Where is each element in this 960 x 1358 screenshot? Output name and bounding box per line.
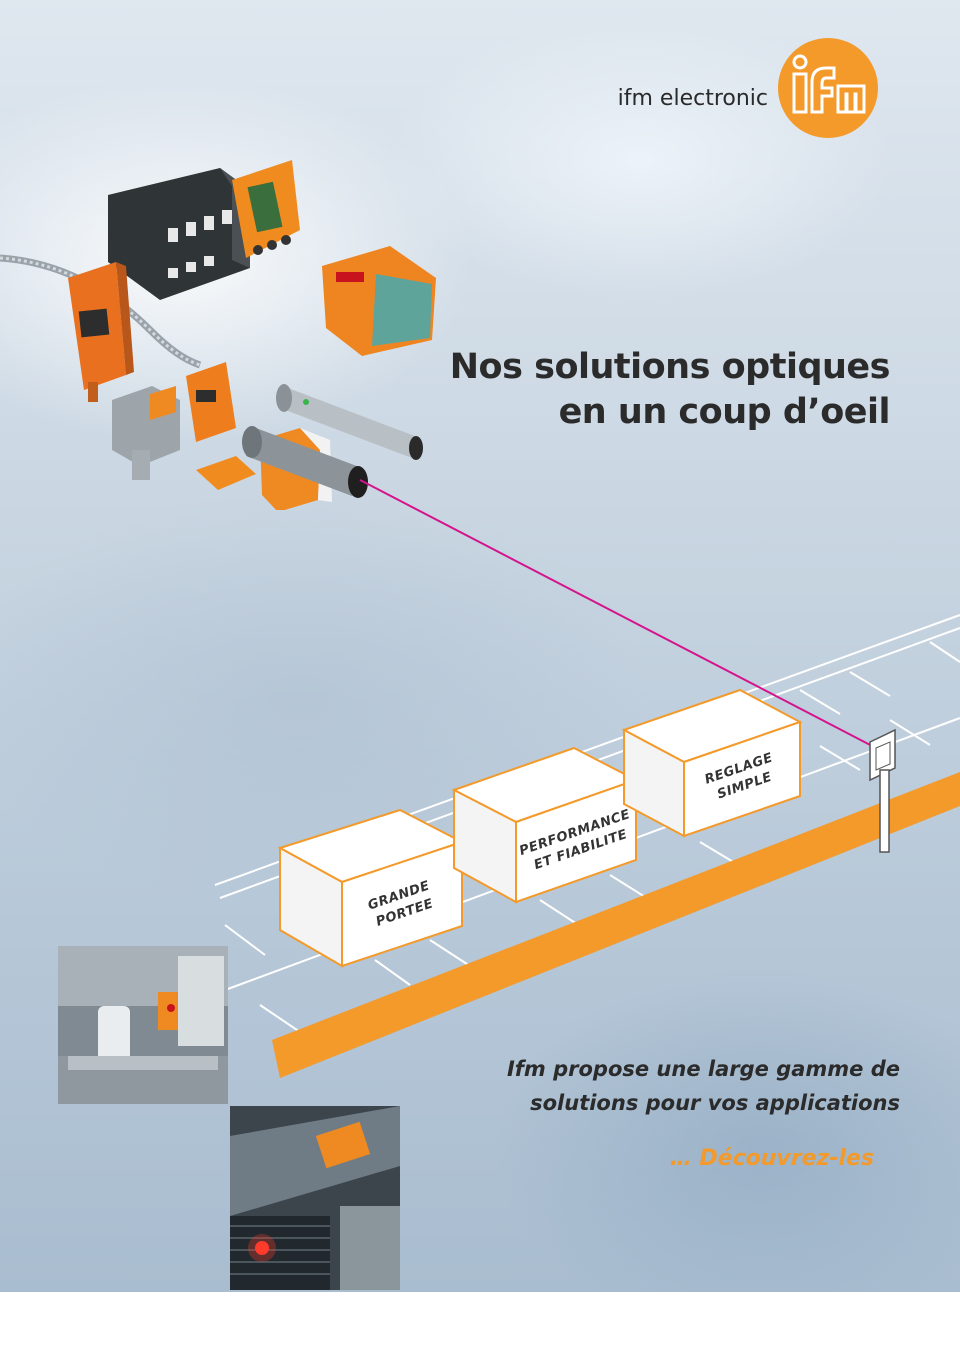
tagline: Ifm propose une large gamme de solutions… [507,1052,900,1120]
ifm-logo-mark [792,54,866,114]
product-cluster [0,150,480,514]
conveyor-illustration: GRANDE PORTEE PERFORMANCE ET FIABILITE R… [224,479,960,1078]
ifm-logo-icon [778,38,878,138]
sensor-products-image [0,160,436,512]
discover-cta: … Découvrez-les [669,1146,874,1171]
application-photo-1-image [58,946,228,1104]
page-title: Nos solutions optiques en un coup d’oeil [449,345,891,435]
box-performance: PERFORMANCE ET FIABILITE [451,746,639,904]
application-photo-1 [58,946,228,1104]
reflector-icon [869,728,896,853]
box-reglage-simple: REGLAGE SIMPLE [621,688,803,838]
page-bottom-margin [0,1292,960,1358]
brand-logo: ifm electronic [618,38,878,138]
box-grande-portee: GRANDE PORTEE [277,808,465,968]
application-photo-2-image [230,1106,400,1290]
application-photo-2 [230,1106,400,1290]
tagline-line-2: solutions pour vos applications [530,1091,900,1115]
brand-name: ifm electronic [617,85,768,111]
title-line-2: en un coup d’oeil [558,392,891,432]
tagline-line-1: Ifm propose une large gamme de [506,1057,900,1081]
conveyor-orange-band [272,772,960,1078]
laser-beam [359,479,877,749]
title-line-1: Nos solutions optiques [449,347,891,387]
conveyor-slats [224,641,960,1033]
brochure-cover: ifm electronic [0,0,960,1292]
